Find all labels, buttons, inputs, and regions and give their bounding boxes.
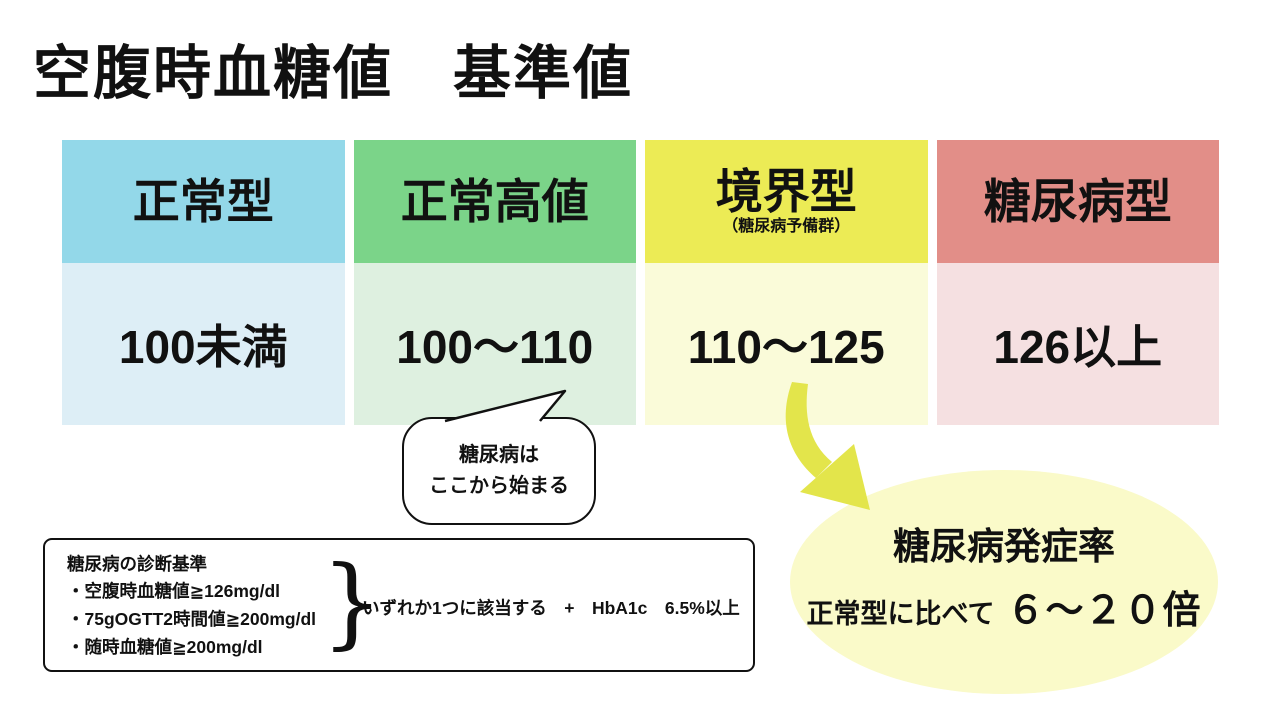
criteria-box: 糖尿病の診断基準 ・空腹時血糖値≧126mg/dl ・75gOGTT2時間値≧2… — [43, 538, 755, 672]
table-value-borderline: 110〜125 — [645, 263, 928, 425]
value-text: 100未満 — [118, 321, 288, 373]
header-label: 正常高値 — [400, 174, 589, 228]
table-header-diabetic: 糖尿病型 — [936, 140, 1219, 263]
table-value-normal-high: 100〜110 — [353, 263, 636, 425]
speech-bubble: 糖尿病は ここから始まる — [402, 417, 596, 525]
glucose-reference-table: 正常型 正常高値 境界型 （糖尿病予備群） 糖尿病型 100未満 100〜110… — [62, 140, 1219, 425]
curved-arrow-icon — [785, 382, 870, 510]
table-value-normal: 100未満 — [62, 263, 345, 425]
table-header-borderline: 境界型 （糖尿病予備群） — [645, 140, 928, 263]
header-label: 境界型 — [715, 164, 857, 218]
header-sublabel: （糖尿病予備群） — [722, 218, 851, 236]
highlight-title: 糖尿病発症率 — [893, 526, 1115, 567]
value-text: 126以上 — [993, 321, 1163, 373]
speech-bubble-tail — [444, 389, 567, 423]
criteria-item: ・空腹時血糖値≧126mg/dl — [67, 581, 281, 601]
table-value-diabetic: 126以上 — [936, 263, 1219, 425]
value-text: 100〜110 — [396, 321, 594, 373]
brace-glyph: } — [321, 546, 384, 660]
table-header-normal-high: 正常高値 — [353, 140, 636, 263]
criteria-items: ・空腹時血糖値≧126mg/dl ・75gOGTT2時間値≧200mg/dl ・… — [67, 577, 316, 661]
highlight-line2: 正常型に比べて ６〜２０倍 — [807, 579, 1202, 634]
criteria-item: ・随時血糖値≧200mg/dl — [67, 637, 263, 657]
table-header-normal: 正常型 — [62, 140, 345, 263]
highlight-prefix: 正常型に比べて — [806, 599, 995, 629]
speech-bubble-line2: ここから始まる — [429, 475, 569, 497]
speech-bubble-line1: 糖尿病は — [459, 444, 539, 466]
criteria-item: ・75gOGTT2時間値≧200mg/dl — [67, 609, 317, 629]
page-title: 空腹時血糖値 基準値 — [33, 41, 634, 106]
criteria-title: 糖尿病の診断基準 — [67, 554, 207, 574]
value-text: 110〜125 — [687, 321, 885, 373]
criteria-condition: いずれか1つに該当する + HbA1c 6.5%以上 — [362, 597, 740, 618]
header-label: 糖尿病型 — [983, 174, 1172, 228]
header-label: 正常型 — [132, 174, 274, 228]
highlight-value: ６〜２０倍 — [1006, 590, 1202, 632]
